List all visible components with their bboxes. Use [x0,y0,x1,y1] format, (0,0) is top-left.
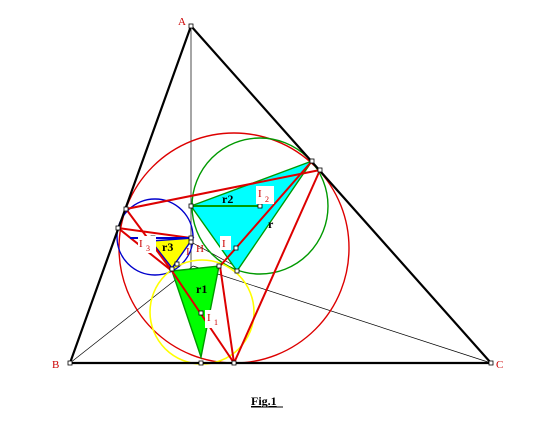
label-i3: I [139,238,143,250]
point [188,203,194,209]
point [188,239,194,245]
point [198,360,204,366]
label-r2: r2 [222,192,233,206]
label-r3: r3 [162,240,173,254]
red-segment [125,169,321,210]
point [169,266,175,272]
point-c [488,360,494,366]
red-segment [219,265,235,364]
label-r1: r1 [196,282,207,296]
label-r: r [268,217,274,231]
point [188,235,194,241]
figure-caption: Fig.1 [251,394,277,408]
point-b [67,360,73,366]
label-bg [256,186,274,204]
point [216,263,222,269]
label-bg [220,236,231,250]
label-c: C [496,359,503,371]
thin-lines [69,26,492,364]
red-segment [235,160,313,249]
point-a [188,23,194,29]
label-i1: I [207,312,211,324]
point [234,268,240,274]
main-triangle [68,23,494,365]
label-i: I [222,238,226,250]
red-segment [219,247,237,267]
point [309,158,315,164]
point [231,360,237,366]
point [174,261,180,267]
line-from-c [192,265,492,364]
label-side-i: I [186,246,190,258]
label-i2-sub: 2 [265,195,269,204]
label-bg [138,236,156,253]
point [115,225,121,231]
label-bg [205,310,223,328]
label-i1-sub: 1 [214,318,218,327]
point-i [233,245,239,251]
point [123,206,129,212]
label-i3-sub: 3 [146,244,150,253]
triangle-yellow [149,237,195,270]
label-a: A [178,16,186,28]
red-segment [117,227,192,239]
line-from-b [69,265,194,364]
label-i2: I [258,188,262,200]
points [67,23,494,366]
point-i1 [198,310,204,316]
triangle-cyan [189,159,314,273]
label-b: B [52,359,59,371]
red-segment [233,169,321,364]
point-i2 [257,203,263,209]
point [317,167,323,173]
label-h: H [196,243,204,255]
red-segment [171,270,235,364]
